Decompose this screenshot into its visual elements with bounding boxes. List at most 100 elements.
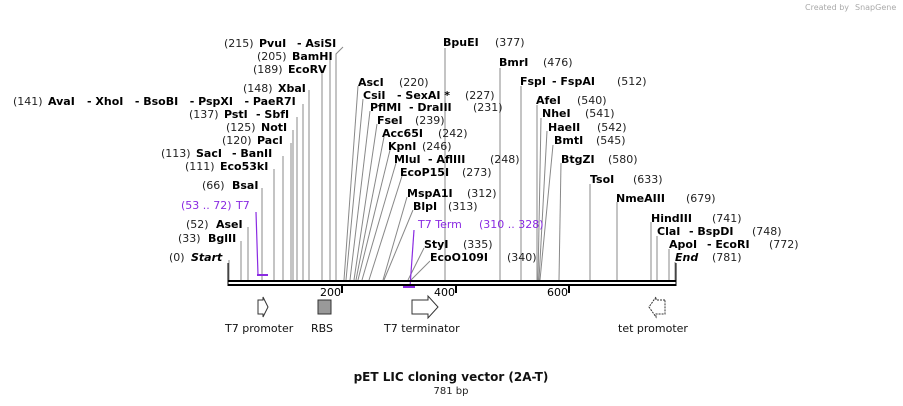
site-pos: (141) [13,95,43,108]
site-pos: (242) [438,127,468,140]
site-name: End [675,251,698,264]
feature-label-t7-terminator: T7 terminator [383,322,460,335]
site-name: BtgZI [561,153,595,166]
site-pos: (633) [633,173,663,186]
site-name: TsoI [590,173,614,186]
site-pos: (33) [178,232,201,245]
t7-promoter-arrow-icon [257,296,269,318]
site-name: HindIII [651,212,692,225]
t7-terminator-arrow-icon [411,294,439,320]
site-extra: - BanII [232,147,272,160]
site-name: AseI [216,218,243,231]
site-pos: (781) [712,251,742,264]
site-name: BglII [208,232,236,245]
site-name: BamHI [292,50,333,63]
site-name: Acc65I [382,127,423,140]
site-extra: - EcoRI [707,238,750,251]
map-title: pET LIC cloning vector (2A-T) [354,370,549,384]
site-name: BpuEI [443,36,479,49]
site-name: EcoO109I [430,251,488,264]
site-name: MspA1I [407,187,453,200]
site-extra: - AsiSI [297,37,336,50]
site-name: NotI [261,121,287,134]
site-pos: (313) [448,200,478,213]
site-pos: (215) [224,37,254,50]
site-pos: (545) [596,134,626,147]
site-name: PvuI [259,37,286,50]
site-name: PstI [224,108,248,121]
site-extra: - DraIII [409,101,452,114]
site-pos: (111) [185,160,215,173]
site-pos: (772) [769,238,799,251]
site-pos: (748) [752,225,782,238]
site-pos: (227) [465,89,495,102]
primer-name: T7 Term [417,218,462,231]
site-name: AfeI [536,94,561,107]
site-name: AvaI [48,95,75,108]
site-pos: (125) [226,121,256,134]
tet-promoter-arrow-icon [648,295,666,319]
site-pos: (137) [189,108,219,121]
site-pos: (239) [415,114,445,127]
site-name: CsiI [363,89,385,102]
feature-label-t7-promoter: T7 promoter [224,322,294,335]
site-pos: (148) [243,82,273,95]
ruler-label-200: 200 [320,286,341,299]
site-extra: - AflIII [428,153,465,166]
site-name: AscI [358,76,384,89]
site-pos: (0) [169,251,185,264]
primer-range: (310 .. 328) [479,218,544,231]
site-pos: (52) [186,218,209,231]
rbs-box-icon [317,299,332,315]
site-pos: (741) [712,212,742,225]
site-pos: (66) [202,179,225,192]
site-pos: (220) [399,76,429,89]
feature-icons [257,294,666,320]
credit-brand: SnapGene [855,3,896,12]
site-name: BlpI [413,200,437,213]
site-name: EcoP15I [400,166,449,179]
site-extra: - SbfI [256,108,289,121]
site-pos: (540) [577,94,607,107]
site-name: HaeII [548,121,580,134]
site-pos: (541) [585,107,615,120]
site-name: Eco53kI [220,160,268,173]
site-name: NmeAIII [616,192,665,205]
site-extra: - SexAI * [397,89,450,102]
site-lines [228,46,676,281]
site-pos: (679) [686,192,716,205]
site-pos: (476) [543,56,573,69]
site-pos: (205) [257,50,287,63]
site-name: PflMI [370,101,401,114]
map-title-block: pET LIC cloning vector (2A-T) 781 bp [354,370,549,397]
site-name: BsaI [232,179,258,192]
primer-name: T7 [235,199,250,212]
site-name: PacI [257,134,283,147]
site-pos: (273) [462,166,492,179]
ruler: 200 400 600 [320,286,570,299]
site-pos: (377) [495,36,525,49]
site-labels: (215) PvuI - AsiSI (205) BamHI (189) Eco… [13,36,799,264]
primer-labels: (53 .. 72) T7 T7 Term (310 .. 328) [181,199,544,231]
site-name: FspI [520,75,546,88]
site-pos: (335) [463,238,493,251]
site-name: EcoRV [288,63,327,76]
site-name: Start [191,251,223,264]
site-name: BmtI [554,134,583,147]
feature-labels: T7 promoter RBS T7 terminator tet promot… [224,322,688,335]
snapgene-credit: Created by SnapGene [805,3,896,12]
ruler-label-400: 400 [434,286,455,299]
site-name: ClaI [657,225,680,238]
primer-range: (53 .. 72) [181,199,232,212]
site-name: XbaI [278,82,306,95]
site-pos: (580) [608,153,638,166]
site-pos: (120) [222,134,252,147]
site-name: ApoI [669,238,697,251]
site-pos: (340) [507,251,537,264]
site-pos: (113) [161,147,191,160]
feature-label-rbs: RBS [311,322,333,335]
map-length: 781 bp [434,386,469,397]
site-name: NheI [542,107,571,120]
site-pos: (512) [617,75,647,88]
site-name: FseI [377,114,403,127]
